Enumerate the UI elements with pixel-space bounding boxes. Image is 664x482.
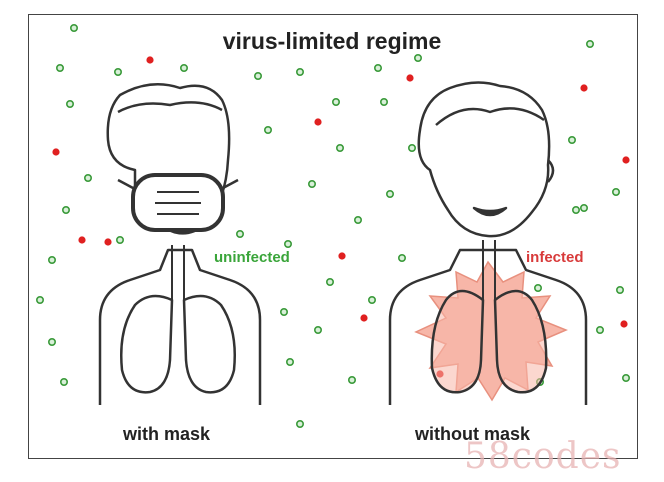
healthy-particle [84,174,93,183]
virus-particle [580,84,588,92]
healthy-particle [579,204,588,213]
virus-particle [146,56,154,64]
healthy-particle [66,100,75,109]
healthy-particle [533,283,542,292]
healthy-particle [70,23,79,32]
healthy-particle [47,337,56,346]
diagram-title: virus-limited regime [222,28,442,54]
healthy-particle [385,190,394,199]
healthy-particle [611,188,620,197]
healthy-particle [47,255,56,264]
virus-particle [314,118,322,126]
mask-strap-left [117,178,134,190]
healthy-particle [397,254,406,263]
left-trachea [171,245,185,300]
right-trachea [482,240,496,300]
healthy-particle [263,126,272,135]
healthy-particle [35,295,44,304]
healthy-particle [413,53,422,62]
right-mouth [472,206,508,217]
status-infected: infected [526,249,584,266]
healthy-particle [615,285,624,294]
healthy-particle [567,136,576,145]
right-head-outline [417,81,551,238]
left-hair [117,101,223,114]
healthy-particle [114,68,123,77]
healthy-particle [367,295,376,304]
status-uninfected: uninfected [214,249,290,266]
virus-particle [360,314,368,322]
virus-particle [406,74,414,82]
caption-with-mask: with mask [123,424,211,444]
left-lung-left [120,294,174,394]
healthy-particle [347,375,356,384]
healthy-particle [180,64,189,73]
healthy-particle [313,325,322,334]
virus-particle [338,252,346,260]
watermark-logo: 58codes [464,436,622,477]
left-lung-right [182,294,236,394]
virus-particle [52,148,60,156]
healthy-particle [55,64,64,73]
figure-with-mask [98,83,262,405]
right-torso-outline [388,248,588,405]
healthy-particle [279,307,288,316]
healthy-particle [295,68,304,77]
healthy-particle [373,64,382,73]
virus-particle [78,236,86,244]
right-lung-left [430,289,485,394]
virus-particle [622,156,630,164]
healthy-particle [285,357,294,366]
healthy-particle [407,144,416,153]
healthy-particle [325,277,334,286]
infection-glow [414,260,568,402]
caption-without-mask: without mask [415,424,531,444]
right-hair [435,107,545,126]
mask-strap-right [222,178,239,190]
healthy-particle [236,230,245,239]
healthy-particle [621,373,630,382]
healthy-particle [353,216,362,225]
healthy-particle [595,325,604,334]
healthy-particle [331,98,340,107]
healthy-particle [295,419,304,428]
right-lung-right [493,289,548,394]
figure-without-mask [388,81,588,405]
healthy-particle [254,72,263,81]
right-ear [547,159,555,183]
healthy-particle [59,377,68,386]
healthy-particle [379,98,388,107]
healthy-particle [335,144,344,153]
healthy-particle [571,206,580,215]
virus-particle [620,320,628,328]
healthy-particle [307,180,316,189]
healthy-particle [116,236,125,245]
healthy-particle [61,206,70,215]
healthy-particle [283,240,292,249]
virus-particle [104,238,112,246]
healthy-particle [585,39,594,48]
